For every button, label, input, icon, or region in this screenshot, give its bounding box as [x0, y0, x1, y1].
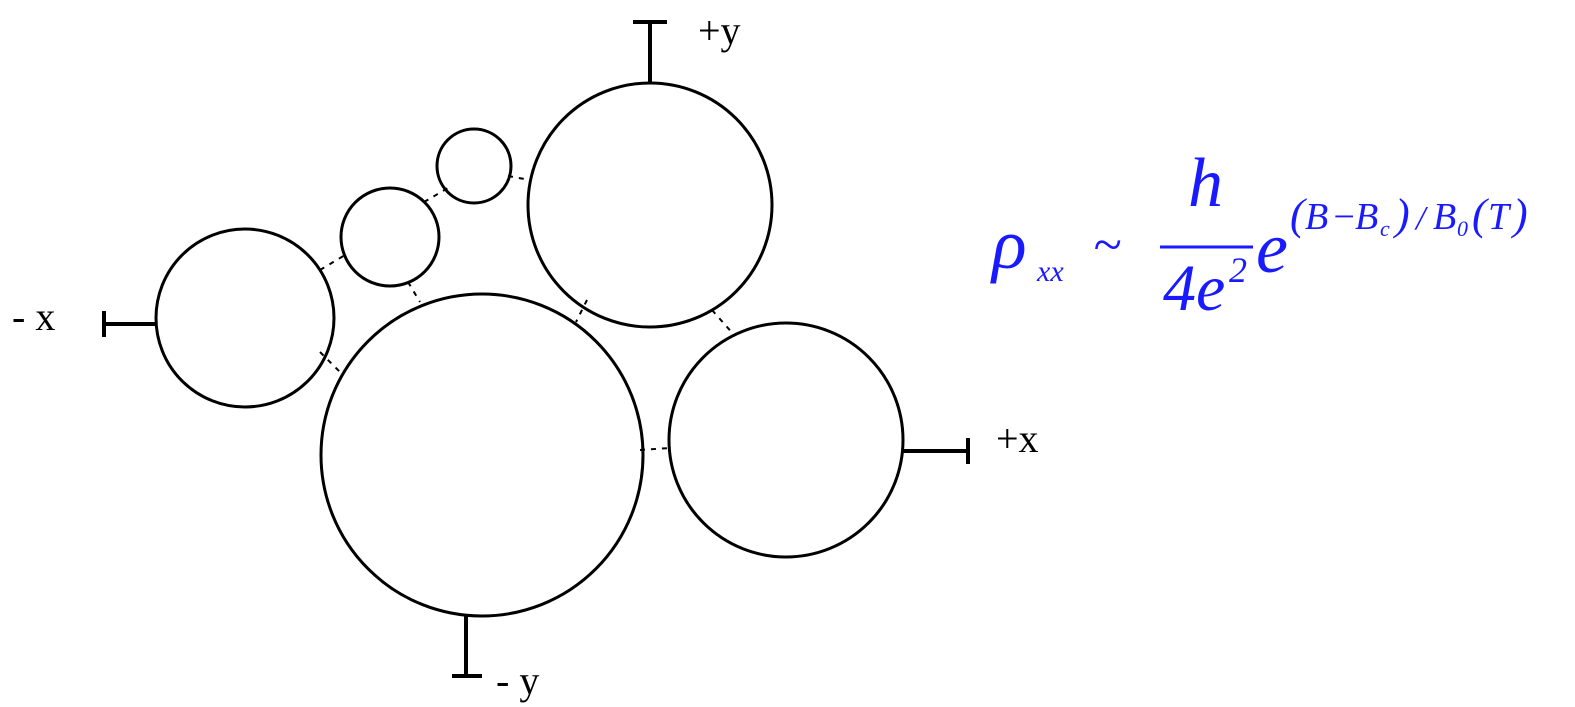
link-top-right-to-large [575, 299, 588, 323]
link-large-to-right [639, 447, 671, 451]
link-small-middle-to-small-top [423, 187, 449, 203]
resistivity-formula: ρ xx ~ h 4 e 2 e ( B − B c ) / B 0 ( T ) [990, 145, 1528, 325]
formula-exp-slash: / [1414, 200, 1429, 237]
label-plus-x: +x [996, 416, 1039, 461]
formula-exp-close: ) [1392, 190, 1410, 239]
formula-exp-minus: − [1331, 196, 1357, 238]
formula-rho: ρ [990, 204, 1027, 284]
formula-exp-open: ( [1290, 190, 1307, 239]
contact-plus-y [633, 20, 667, 83]
contact-minus-x [102, 311, 156, 337]
formula-rho-subscript: xx [1036, 255, 1064, 288]
label-minus-y: - y [496, 658, 539, 703]
formula-exp-B0-sub: 0 [1457, 216, 1468, 241]
contact-plus-x [903, 438, 970, 464]
formula-relation: ~ [1093, 217, 1121, 274]
formula-exp-Bc-sub: c [1380, 216, 1390, 241]
circle-top-right [526, 81, 774, 329]
link-left-to-small-middle [319, 254, 346, 271]
formula-exp-B: B [1305, 196, 1328, 238]
contact-minus-y [452, 616, 482, 678]
formula-exp-T-close: ) [1510, 190, 1528, 239]
formula-exp-base: e [1256, 208, 1288, 288]
formula-denominator-coeff: 4 [1163, 252, 1196, 325]
formula-denominator-power: 2 [1229, 250, 1247, 290]
link-top-right-to-right [711, 309, 736, 337]
formula-numerator: h [1188, 145, 1223, 222]
label-minus-x: - x [12, 294, 55, 339]
circle-small-middle [339, 186, 441, 288]
formula-exp-B0: B [1433, 196, 1456, 238]
circle-large-bottom [319, 292, 645, 618]
link-small-top-to-top-right [507, 175, 531, 181]
formula-exp-Bc: B [1355, 196, 1378, 238]
circle-small-top [435, 127, 513, 205]
circle-right [667, 321, 905, 559]
link-small-middle-to-large [407, 281, 421, 303]
formula-exp-T-open: ( [1472, 190, 1489, 239]
label-plus-y: +y [698, 8, 741, 53]
circle-left [154, 227, 336, 409]
formula-exp-T: T [1488, 196, 1512, 238]
link-left-to-large [319, 351, 341, 373]
formula-denominator-var: e [1196, 252, 1225, 325]
